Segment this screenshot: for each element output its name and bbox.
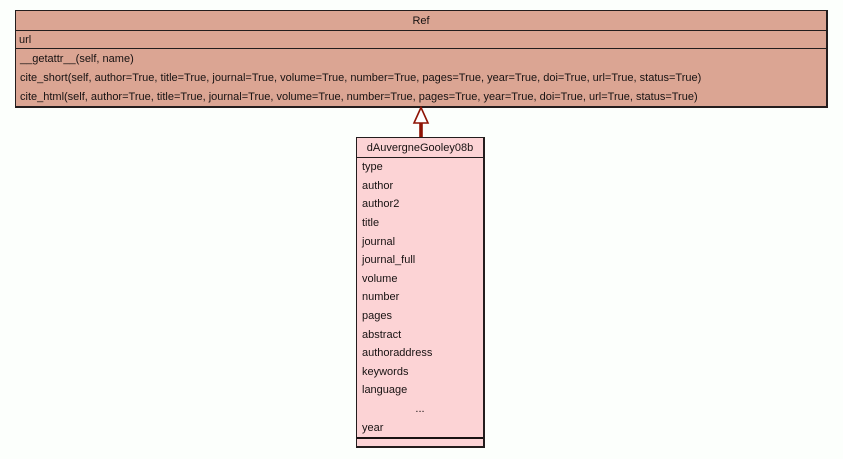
class-box-ref[interactable]: Ref url __getattr__(self, name) cite_shor…: [15, 10, 828, 108]
member-row: journal_full: [362, 254, 416, 267]
member-row: cite_html(self, author=True, title=True,…: [20, 91, 698, 104]
class-box-dauvergnegooley08b[interactable]: dAuvergneGooley08b type author author2 titl…: [356, 137, 485, 448]
member-row: year: [362, 421, 384, 434]
attributes-compartment-dauvergnegooley08b: type author author2 title journal journal_ful…: [357, 158, 483, 439]
class-name-dauvergnegooley08b: dAuvergneGooley08b: [357, 138, 483, 158]
member-row: cite_short(self, author=True, title=True…: [20, 71, 702, 84]
member-row: keywords: [362, 365, 409, 378]
member-row: language: [362, 384, 408, 397]
inheritance-triangle-icon: [412, 106, 430, 124]
member-row: ...: [415, 403, 425, 416]
member-row: journal: [362, 235, 396, 248]
member-row: title: [362, 217, 380, 230]
member-row: url: [19, 33, 32, 46]
member-row: author: [362, 179, 394, 192]
member-row: pages: [362, 310, 392, 323]
inheritance-arrow: [412, 106, 430, 138]
member-row: type: [362, 161, 383, 174]
member-row: __getattr__(self, name): [20, 52, 134, 65]
member-row: number: [362, 291, 400, 304]
member-row: authoraddress: [362, 347, 433, 360]
member-row: abstract: [362, 328, 402, 341]
member-row: author2: [362, 198, 400, 211]
member-row: volume: [362, 272, 398, 285]
methods-compartment-ref: __getattr__(self, name) cite_short(self, …: [16, 49, 826, 107]
class-name-ref: Ref: [16, 11, 826, 31]
inheritance-stem: [419, 123, 423, 138]
attributes-compartment-ref: url: [16, 31, 826, 49]
methods-compartment-dauvergnegooley08b: [357, 439, 483, 445]
